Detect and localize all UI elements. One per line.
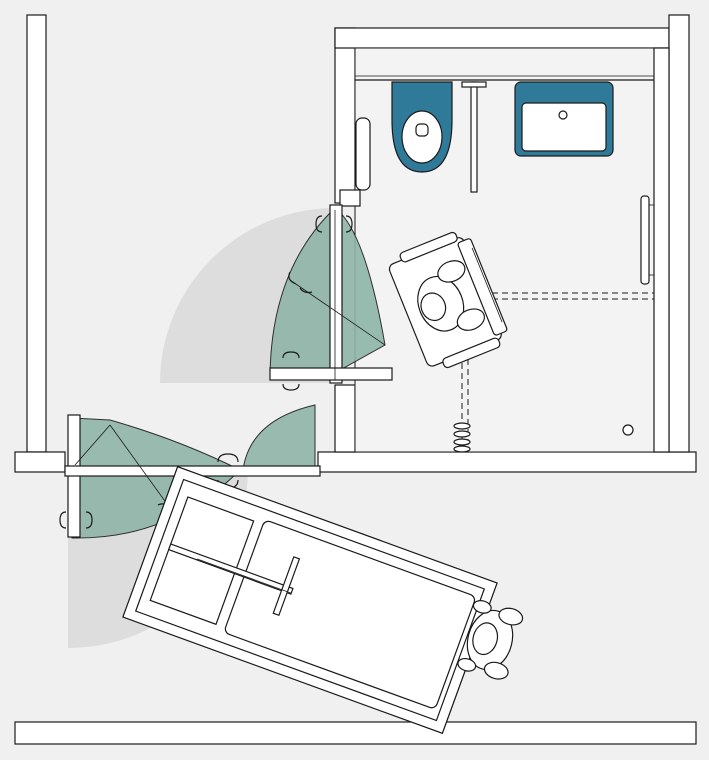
wall-right: [668, 14, 690, 453]
caregiver-person-icon: [457, 600, 524, 680]
wheelchair-user-icon: [388, 231, 508, 369]
wall-bottom: [14, 721, 697, 745]
wall-bath-left-upper: [334, 27, 356, 204]
wall-bath-top: [334, 27, 670, 49]
washbasin-icon: [514, 81, 614, 157]
wall-left-stub: [14, 451, 66, 473]
floor-drain-icon: [622, 424, 634, 436]
grab-bar-right-icon: [640, 195, 654, 285]
grab-bar-icon: [339, 117, 371, 207]
wall-bath-left-lower: [334, 384, 356, 453]
toilet-icon: [391, 81, 453, 173]
shower-wall-right: [653, 47, 670, 453]
hospital-bed-icon: [122, 465, 498, 735]
wall-mid-horizontal: [317, 451, 697, 473]
wall-left-vertical: [26, 14, 47, 453]
bathroom-door: [160, 204, 393, 391]
partition-cap: [461, 81, 487, 88]
partition-rod: [470, 81, 478, 193]
shower-hose-icon: [453, 422, 471, 453]
